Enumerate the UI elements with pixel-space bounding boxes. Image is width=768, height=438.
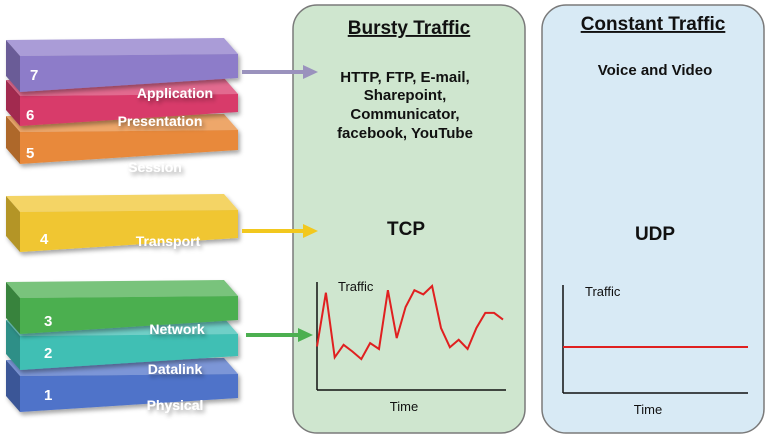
constant-y-label: Traffic xyxy=(585,284,621,299)
layer-network: 3 Network xyxy=(6,280,238,337)
layer-name: Transport xyxy=(136,233,201,249)
layer-name: Network xyxy=(149,321,204,337)
udp-label: UDP xyxy=(635,224,675,245)
bursty-apps-line-4: facebook, YouTube xyxy=(337,125,473,142)
layer-front-face xyxy=(20,374,238,412)
layer-number: 2 xyxy=(44,345,52,362)
layer-front-face xyxy=(20,130,238,164)
layer-name: Presentation xyxy=(118,113,203,129)
layer-side-face xyxy=(6,196,20,252)
layer-number: 7 xyxy=(30,67,38,84)
constant-x-label: Time xyxy=(634,402,662,417)
layer-front-face xyxy=(20,54,238,92)
layer-front-face xyxy=(20,296,238,334)
tcp-label: TCP xyxy=(387,219,425,240)
bursty-x-label: Time xyxy=(390,399,418,414)
bursty-apps-line-1: HTTP, FTP, E-mail, xyxy=(340,69,469,86)
layer-side-face xyxy=(6,80,20,126)
layer-side-face xyxy=(6,320,20,370)
layer-number: 3 xyxy=(44,313,52,330)
constant-apps-line-1: Voice and Video xyxy=(598,62,712,79)
layer-number: 4 xyxy=(40,231,49,248)
constant-title: Constant Traffic xyxy=(581,14,726,35)
bursty-apps-line-2: Sharepoint, xyxy=(364,87,447,104)
bursty-traffic-line xyxy=(316,284,504,361)
layer-side-face xyxy=(6,360,20,412)
layer-name: Physical xyxy=(147,397,204,413)
bursty-y-label: Traffic xyxy=(338,279,374,294)
transport-arrow xyxy=(242,224,318,238)
layer-transport: 4 Transport xyxy=(6,194,238,252)
layer-number: 1 xyxy=(44,387,52,404)
constant-traffic-panel xyxy=(541,4,765,434)
layer-name: Session xyxy=(128,159,182,175)
layer-number: 6 xyxy=(26,107,34,124)
layer-side-face xyxy=(6,116,20,164)
layer-front-face xyxy=(20,210,238,252)
layer-number: 5 xyxy=(26,145,34,162)
layer-name: Datalink xyxy=(148,361,203,377)
layer-name: Application xyxy=(137,85,213,101)
layer-front-face xyxy=(20,94,238,126)
layer-side-face xyxy=(6,40,20,92)
layer-top-face xyxy=(6,194,238,212)
constant-traffic-chart: Traffic Time xyxy=(562,284,748,417)
layer-side-face xyxy=(6,282,20,334)
bursty-title: Bursty Traffic xyxy=(348,18,471,39)
layer-top-face xyxy=(6,38,238,56)
layer-front-face xyxy=(20,334,238,370)
layer-top-face xyxy=(6,280,238,298)
bursty-apps-line-3: Communicator, xyxy=(350,106,459,123)
network-arrow xyxy=(246,328,313,342)
bursty-traffic-chart: Traffic Time xyxy=(316,279,506,414)
bursty-traffic-panel xyxy=(292,4,526,434)
application-arrow xyxy=(242,65,318,79)
